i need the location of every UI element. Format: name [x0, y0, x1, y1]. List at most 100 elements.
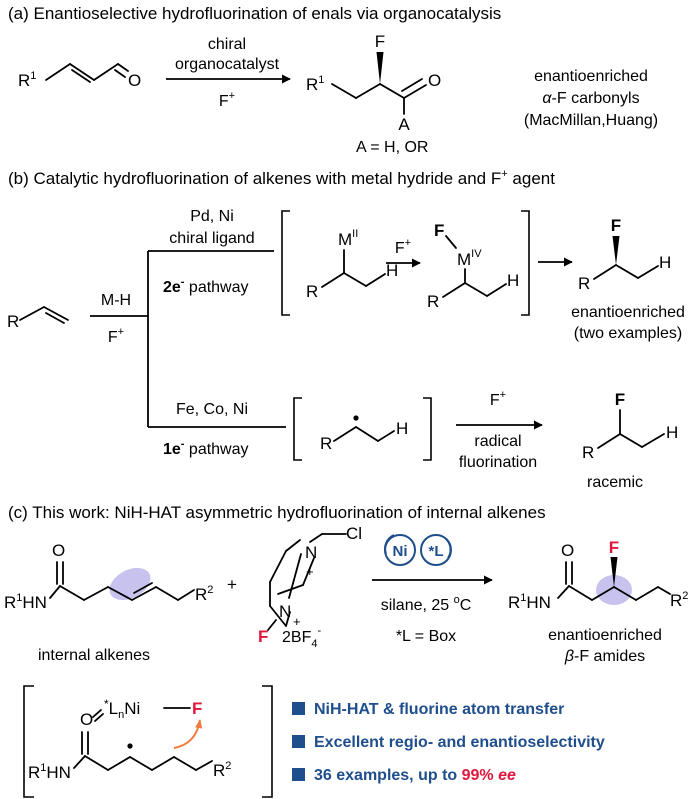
product-f-label: F: [609, 538, 619, 557]
bullet-item: Excellent regio- and enantioselectivity: [292, 734, 605, 751]
bullet-text: 36 examples, up to 99% ee: [314, 767, 516, 784]
ni-icon-label: Ni: [393, 543, 408, 560]
product-r1hn-label: R1HN: [508, 592, 551, 612]
upper-product-desc-enantioenriched: enantioenriched: [571, 304, 685, 321]
part-c: (c) This work: NiH-HAT asymmetric hydrof…: [4, 503, 688, 798]
lower-arrow-fplus: F+: [490, 389, 506, 409]
product-a-desc-refs: (MacMillan,Huang): [524, 112, 658, 129]
product-r2-label: R2: [670, 590, 688, 610]
mii-metal-label: MII: [338, 228, 358, 249]
racemic-product-structure: F R H: [582, 390, 678, 462]
wedge-bond-f: [376, 52, 384, 84]
selectfluor-n-bottom: N: [279, 602, 291, 621]
branch-fplus-label: F+: [108, 326, 124, 346]
substrate-r2-label: R2: [195, 584, 213, 604]
ts-ligand-ni-label: *LnNi: [104, 697, 140, 721]
bullet-text: Excellent regio- and enantioselectivity: [314, 734, 605, 751]
lower-pathway-label: 1e- pathway: [163, 438, 249, 458]
plus-sign: +: [227, 575, 237, 594]
product-a-r1-label: R1: [306, 74, 324, 94]
bullet-item: NiH-HAT & fluorine atom transfer: [292, 701, 564, 718]
arrow-c-ligand-def: *L = Box: [396, 628, 456, 645]
selectfluor-counterion: 2BF4-: [282, 625, 321, 650]
upper-intermediates-bracket: MII R H F+ F MIV R H: [281, 210, 530, 316]
radical-r-label: R: [320, 434, 332, 453]
upper-product-h-label: H: [659, 253, 671, 272]
radical-intermediate-bracket: R H: [293, 397, 432, 461]
ni-catalyst-icon: Ni: [384, 534, 416, 566]
arrow-a-condition-fplus: F+: [219, 90, 235, 110]
ts-r1hn-label: R1HN: [28, 762, 71, 782]
upper-product-f-label: F: [611, 216, 621, 235]
product-a-oxygen-label: O: [428, 71, 441, 90]
bullet-list: NiH-HAT & fluorine atom transfer Excelle…: [292, 701, 605, 784]
internal-alkene-structure: O R1HN R2 internal alkenes: [4, 541, 213, 664]
lower-arrow-fluorination: fluorination: [459, 454, 537, 471]
radical-h-label: H: [396, 419, 408, 438]
upper-product-desc-two-examples: (two examples): [574, 325, 682, 342]
miv-r-label: R: [427, 292, 439, 311]
wedge-bond-upper-f: [612, 236, 620, 265]
miv-h-label: H: [507, 271, 519, 290]
enal-r1-label: R1: [18, 70, 36, 90]
product-a-fluorine-label: F: [375, 32, 385, 51]
bullet-square: [292, 768, 305, 781]
branch-mh-label: M-H: [101, 292, 131, 309]
ligand-icon-label: *L: [429, 543, 444, 560]
bullet-square: [292, 702, 305, 715]
upper-pathway-label: 2e- pathway: [163, 276, 249, 296]
lower-cond-fe-co-ni: Fe, Co, Ni: [176, 401, 248, 418]
upper-product-r-label: R: [578, 274, 590, 293]
ligand-icon: *L: [420, 534, 452, 566]
racemic-desc: racemic: [587, 474, 643, 491]
selectfluor-nplus-top: +: [306, 564, 314, 579]
product-a-desc-enantioenriched: enantioenriched: [534, 68, 648, 85]
product-a-desc-alpha-f: α-F carbonyls: [542, 90, 639, 107]
arrow-a: chiral organocatalyst F+: [166, 36, 291, 110]
substrate-oxygen-label: O: [52, 541, 65, 560]
part-b: (b) Catalytic hydrofluorination of alken…: [7, 168, 685, 491]
mii-r-label: R: [306, 282, 318, 301]
ts-r2-label: R2: [213, 760, 231, 780]
upper-arrow1-fplus: F+: [395, 237, 411, 257]
ts-curved-arrow: [173, 719, 203, 749]
ts-oxygen-label: O: [80, 710, 93, 729]
racemic-r-label: R: [582, 443, 594, 462]
bullet-square: [292, 735, 305, 748]
substrate-r1hn-label: R1HN: [4, 592, 47, 612]
product-highlight: [596, 575, 632, 605]
alpha-f-carbonyl-structure: R1 F O A A = H, OR: [306, 32, 441, 156]
mii-alkyl-structure: MII R H: [306, 228, 398, 301]
arrow-a-condition-organocatalyst: organocatalyst: [175, 56, 280, 73]
part-c-heading: (c) This work: NiH-HAT asymmetric hydrof…: [8, 503, 546, 522]
miv-fluorine-label: F: [434, 221, 444, 240]
alkene-highlight: [109, 567, 151, 601]
product-a-a-definition: A = H, OR: [356, 139, 428, 156]
wedge-bond-product-f: [610, 557, 618, 587]
miv-fluoride-structure: F MIV R H: [427, 221, 519, 311]
ts-radical-dot: [127, 743, 133, 749]
product-desc-beta-f: β-F amides: [564, 648, 645, 665]
enal-structure: R1 O: [18, 63, 141, 90]
substrate-label: internal alkenes: [38, 647, 150, 664]
racemic-f-label: F: [615, 390, 625, 409]
branching-arrow: M-H F+: [90, 250, 286, 428]
part-a: (a) Enantioselective hydrofluorination o…: [8, 4, 658, 156]
part-a-heading: (a) Enantioselective hydrofluorination o…: [8, 4, 501, 23]
lower-arrow-radical: radical: [474, 433, 521, 450]
racemic-h-label: H: [666, 423, 678, 442]
mii-h-label: H: [386, 261, 398, 280]
bullet-item: 36 examples, up to 99% ee: [292, 767, 516, 784]
selectfluor-nplus-bottom: +: [293, 614, 301, 629]
upper-product-structure: F R H: [578, 216, 671, 293]
part-b-heading: (b) Catalytic hydrofluorination of alken…: [8, 168, 555, 188]
enal-oxygen-label: O: [128, 71, 141, 90]
ts-bracket: O *LnNi F R1HN R2: [23, 685, 273, 798]
product-a-a-label: A: [398, 115, 410, 134]
beta-f-amide-structure: O R1HN F R2 enantioenriched β-F amides: [508, 538, 688, 665]
arrow-a-condition-chiral: chiral: [208, 36, 246, 53]
selectfluor-n-top: N: [305, 543, 317, 562]
selectfluor-structure: N + Cl N + F 2BF4-: [258, 524, 362, 650]
arrow-c-silane: silane, 25 oC: [381, 594, 472, 614]
